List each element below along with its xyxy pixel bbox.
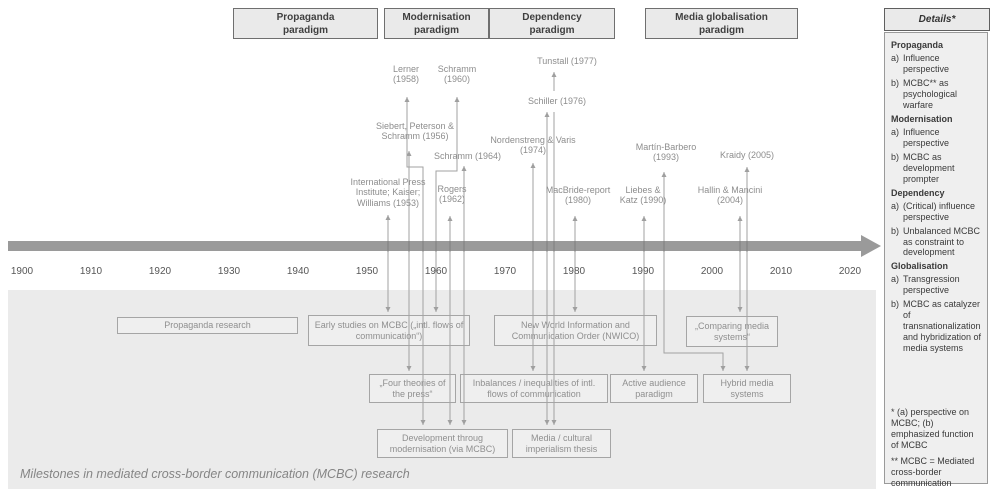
year-label-2000: 2000: [700, 266, 724, 277]
timeline-arrow: [8, 235, 881, 257]
year-label-1910: 1910: [79, 266, 103, 277]
details-section-modernisation: Modernisation: [891, 113, 953, 124]
details-item: b) Unbalanced MCBC as constraint to deve…: [891, 226, 983, 259]
research-box-nwico: New World Information and Communication …: [494, 315, 657, 346]
item-text: Transgression perspective: [903, 274, 960, 296]
item-marker: b): [891, 225, 900, 236]
details-item: a) Influence perspective: [891, 53, 983, 75]
year-label-2020: 2020: [838, 266, 862, 277]
item-text: MCBC** as psychological warfare: [903, 77, 958, 110]
event-tick-marks: [387, 240, 748, 252]
item-marker: b): [891, 151, 900, 162]
event-label-siebert-peterson-schramm-1956: Siebert, Peterson & Schramm (1956): [375, 121, 455, 142]
event-label-liebes-katz-1990: Liebes & Katz (1990): [619, 185, 667, 206]
year-label-1940: 1940: [286, 266, 310, 277]
details-section-dependency: Dependency: [891, 187, 945, 198]
research-box-propaganda-research: Propaganda research: [117, 317, 298, 334]
year-label-1990: 1990: [631, 266, 655, 277]
details-item: a) Transgression perspective: [891, 274, 983, 296]
details-item: a) (Critical) influence perspective: [891, 201, 983, 223]
year-label-1960: 1960: [424, 266, 448, 277]
item-text: MCBC as development prompter: [903, 151, 955, 184]
event-label-hallin-mancini-2004: Hallin & Mancini (2004): [697, 185, 763, 206]
details-section-propaganda: Propaganda: [891, 40, 944, 50]
paradigm-box-media-globalisation: Media globalisation paradigm: [645, 8, 798, 39]
year-label-1930: 1930: [217, 266, 241, 277]
research-box-development-modernisation: Development throug modernisation (via MC…: [377, 429, 508, 458]
event-label-kraidy-2005: Kraidy (2005): [719, 150, 775, 160]
event-label-martin-barbero-1993: Martín-Barbero (1993): [635, 142, 697, 163]
research-box-media-cultural-imperialism: Media / cultural imperialism thesis: [512, 429, 611, 458]
paradigm-box-dependency: Dependency paradigm: [489, 8, 615, 39]
research-box-hybrid-media: Hybrid media systems: [703, 374, 791, 403]
year-label-1900: 1900: [10, 266, 34, 277]
footnote-2: ** MCBC = Mediated cross-border communic…: [891, 455, 975, 488]
year-label-2010: 2010: [769, 266, 793, 277]
item-marker: a): [891, 126, 900, 137]
year-label-1950: 1950: [355, 266, 379, 277]
item-text: Influence perspective: [903, 126, 950, 148]
research-box-active-audience: Active audience paradigm: [610, 374, 698, 403]
event-label-nordenstreng-varis-1974: Nordenstreng & Varis (1974): [490, 135, 576, 156]
event-label-lerner-1958: Lerner (1958): [392, 64, 419, 85]
item-marker: b): [891, 77, 900, 88]
paradigm-box-propaganda: Propaganda paradigm: [233, 8, 378, 39]
details-item: a) Influence perspective: [891, 127, 983, 149]
research-box-inbalances: Inbalances / inequalities of intl. flows…: [460, 374, 608, 403]
event-label-schiller-1976: Schiller (1976): [527, 96, 587, 106]
footnote-1: * (a) perspective on MCBC; (b) emphasize…: [891, 407, 974, 450]
item-marker: a): [891, 52, 900, 63]
event-label-rogers-1962: Rogers (1962): [437, 184, 467, 205]
research-box-early-studies: Early studies on MCBC („intl. flows of c…: [308, 315, 470, 346]
research-box-comparing-media-systems: „Comparing media systems“: [686, 316, 778, 347]
research-box-four-theories: „Four theories of the press“: [369, 374, 456, 403]
details-panel-body: Propaganda a) Influence perspective b) M…: [884, 32, 988, 488]
details-footnotes: * (a) perspective on MCBC; (b) emphasize…: [891, 407, 983, 494]
item-marker: a): [891, 274, 900, 285]
item-text: Influence perspective: [903, 52, 950, 74]
details-section-globalisation: Globalisation: [891, 261, 949, 272]
event-label-tunstall-1977: Tunstall (1977): [537, 56, 597, 66]
event-label-macbride-report-1980: MacBride-report (1980): [545, 185, 611, 206]
details-item: b) MCBC** as psychological warfare: [891, 78, 983, 111]
event-label-schramm-1964: Schramm (1964): [434, 151, 502, 161]
item-marker: a): [891, 200, 900, 211]
year-label-1980: 1980: [562, 266, 586, 277]
item-marker: b): [891, 299, 900, 310]
figure-caption: Milestones in mediated cross-border comm…: [20, 467, 410, 481]
item-text: MCBC as catalyzer of transnationalizatio…: [903, 299, 982, 354]
item-text: Unbalanced MCBC as constraint to develop…: [903, 225, 981, 258]
year-label-1920: 1920: [148, 266, 172, 277]
details-item: b) MCBC as catalyzer of transnationaliza…: [891, 299, 983, 354]
event-label-ipi-kaiser-williams-1953: International Press Institute; Kaiser; W…: [350, 177, 426, 208]
paradigm-box-modernisation: Modernisation paradigm: [384, 8, 489, 39]
year-label-1970: 1970: [493, 266, 517, 277]
details-item: b) MCBC as development prompter: [891, 152, 983, 185]
event-label-schramm-1960: Schramm (1960): [437, 64, 477, 85]
details-panel-header: Details*: [884, 8, 990, 31]
item-text: (Critical) influence perspective: [903, 200, 976, 222]
